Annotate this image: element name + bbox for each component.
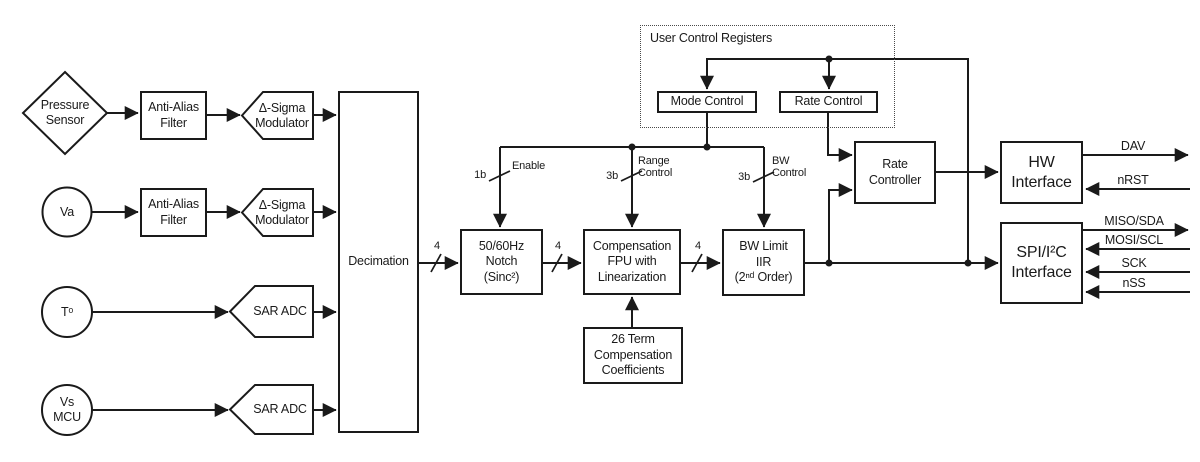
rate-control-block: Rate Control bbox=[779, 91, 878, 113]
user-control-registers-group: User Control Registers bbox=[640, 25, 895, 128]
delta-sigma-modulator-2-label: Δ-Sigma Modulator bbox=[255, 197, 309, 227]
va-source-circle bbox=[41, 186, 93, 238]
enable-label: Enable bbox=[512, 160, 546, 172]
range-control-label: Range Control bbox=[638, 155, 673, 179]
junction-data-spi bbox=[964, 259, 972, 267]
tick-enable bbox=[488, 170, 511, 182]
user-control-registers-title: User Control Registers bbox=[650, 31, 773, 45]
junction-register-bus bbox=[825, 55, 833, 63]
enable-width-label: 1b bbox=[474, 169, 486, 181]
tick-decimation-out bbox=[430, 253, 442, 273]
sar-adc-1-label: SAR ADC bbox=[253, 304, 307, 318]
wire-bus-to-mode-control bbox=[700, 58, 969, 263]
bw-width-label: 3b bbox=[738, 171, 750, 183]
delta-sigma-modulator-1-label: Δ-Sigma Modulator bbox=[255, 100, 309, 130]
decimation-out-width-label: 4 bbox=[434, 240, 440, 252]
hw-interface-block: HW Interface bbox=[1000, 141, 1083, 204]
wire-data-to-rate-controller bbox=[828, 183, 853, 263]
bw-control-label: BW Control bbox=[772, 155, 807, 179]
fpu-out-width-label: 4 bbox=[695, 240, 701, 252]
sar-adc-2-label: SAR ADC bbox=[253, 402, 307, 416]
bw-limit-iir-block: BW Limit IIR (2ⁿᵈ Order) bbox=[722, 229, 805, 296]
compensation-fpu-block: Compensation FPU with Linearization bbox=[583, 229, 681, 295]
tick-range bbox=[620, 170, 643, 182]
nrst-pin-label: nRST bbox=[1117, 173, 1149, 187]
junction-mode-bus bbox=[703, 143, 711, 151]
va-label: Va bbox=[60, 205, 74, 219]
notch-filter-block: 50/60Hz Notch (Sinc²) bbox=[460, 229, 543, 295]
mosi-scl-pin-label: MOSI/SCL bbox=[1104, 233, 1164, 247]
anti-alias-filter-2-block: Anti-Alias Filter bbox=[140, 188, 207, 237]
miso-sda-pin-label: MISO/SDA bbox=[1104, 214, 1164, 228]
junction-data-rate bbox=[825, 259, 833, 267]
tick-fpu-out bbox=[691, 253, 703, 273]
tick-notch-out bbox=[551, 253, 563, 273]
mode-control-block: Mode Control bbox=[657, 91, 757, 113]
pressure-sensor-label: Pressure Sensor bbox=[40, 98, 90, 127]
spi-i2c-interface-block: SPI/I²C Interface bbox=[1000, 222, 1083, 304]
decimation-block: Decimation bbox=[338, 91, 419, 433]
nss-pin-label: nSS bbox=[1122, 276, 1146, 290]
compensation-coefficients-block: 26 Term Compensation Coefficients bbox=[583, 327, 683, 384]
rate-controller-block: Rate Controller bbox=[854, 141, 936, 204]
temperature-label: Tᵒ bbox=[61, 304, 73, 319]
dav-pin-label: DAV bbox=[1120, 139, 1146, 153]
anti-alias-filter-1-block: Anti-Alias Filter bbox=[140, 91, 207, 140]
pressure-sensor-diamond bbox=[21, 70, 109, 156]
junction-range bbox=[628, 143, 636, 151]
vs-mcu-label: Vs MCU bbox=[53, 395, 81, 424]
notch-out-width-label: 4 bbox=[555, 240, 561, 252]
range-width-label: 3b bbox=[606, 170, 618, 182]
sck-pin-label: SCK bbox=[1121, 256, 1147, 270]
tick-bw bbox=[752, 171, 775, 183]
